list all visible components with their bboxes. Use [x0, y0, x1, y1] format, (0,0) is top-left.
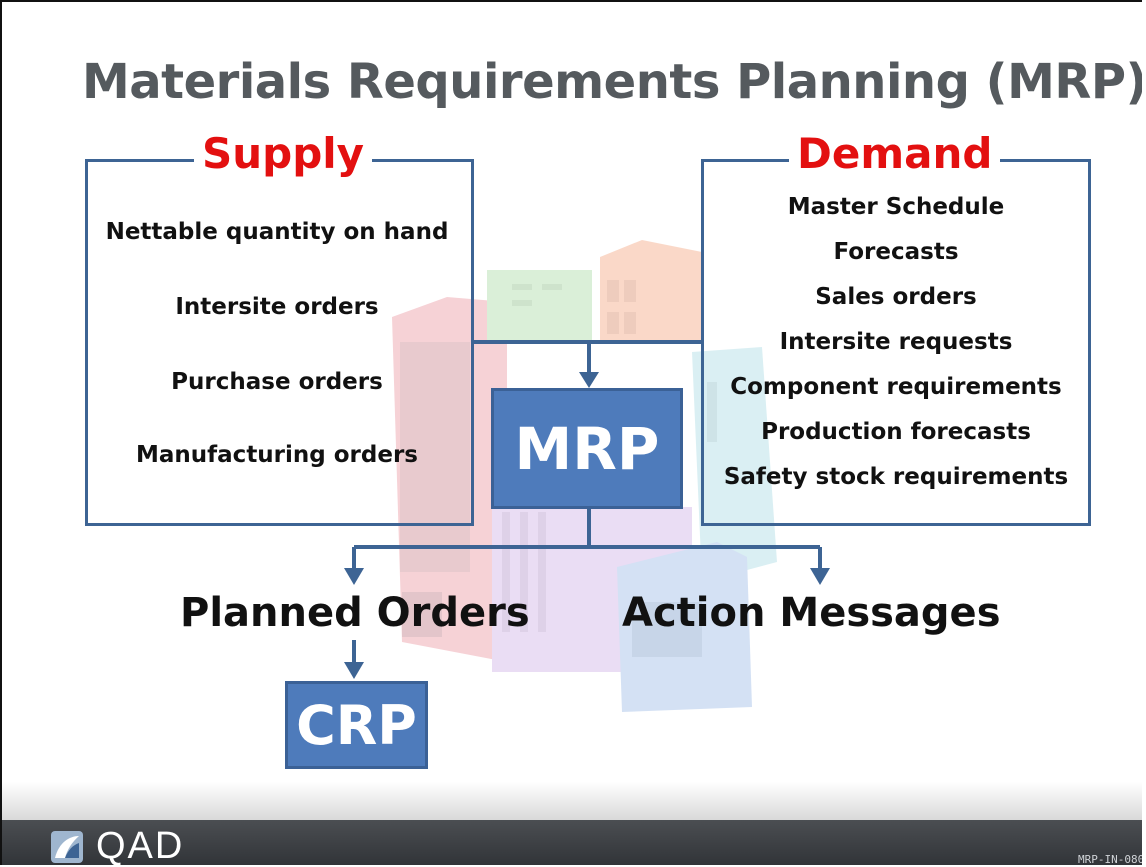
supply-item-nettable-quantity: Nettable quantity on hand [105, 219, 449, 245]
demand-item-safety-stock: Safety stock requirements [723, 464, 1069, 490]
supply-item-purchase-orders: Purchase orders [171, 369, 383, 395]
footer-shade [2, 782, 1142, 820]
building-blue [617, 542, 752, 712]
action-messages-label: Action Messages [622, 590, 1001, 636]
demand-item-forecasts: Forecasts [833, 239, 959, 265]
building-green [487, 270, 592, 340]
supply-item-intersite-orders: Intersite orders [175, 294, 379, 320]
mrp-box: MRP [491, 388, 683, 509]
page-title: Materials Requirements Planning (MRP) [82, 54, 1142, 110]
demand-item-intersite-requests: Intersite requests [779, 329, 1013, 355]
supply-heading: Supply [194, 128, 373, 180]
crp-box: CRP [285, 681, 428, 769]
supply-item-manufacturing-orders: Manufacturing orders [136, 442, 418, 468]
demand-item-master-schedule: Master Schedule [787, 194, 1005, 220]
slide-code: MRP-IN-080 [1078, 853, 1142, 865]
to-action-messages-arrowhead [810, 568, 830, 585]
planned-orders-label: Planned Orders [180, 590, 530, 636]
building-orange [600, 240, 702, 342]
to-planned-orders-arrowhead [344, 568, 364, 585]
demand-heading: Demand [789, 128, 1001, 180]
supply-box [85, 159, 474, 526]
qad-logo-text: QAD [96, 825, 185, 865]
footer-bar [2, 820, 1142, 865]
qad-logo-icon [51, 831, 83, 863]
demand-item-production-forecasts: Production forecasts [761, 419, 1031, 445]
demand-item-component-requirements: Component requirements [730, 374, 1062, 400]
building-violet [492, 507, 692, 672]
demand-item-sales-orders: Sales orders [815, 284, 977, 310]
building-pink [392, 297, 507, 662]
to-mrp-arrowhead [579, 372, 599, 388]
to-crp-arrowhead [344, 662, 364, 679]
